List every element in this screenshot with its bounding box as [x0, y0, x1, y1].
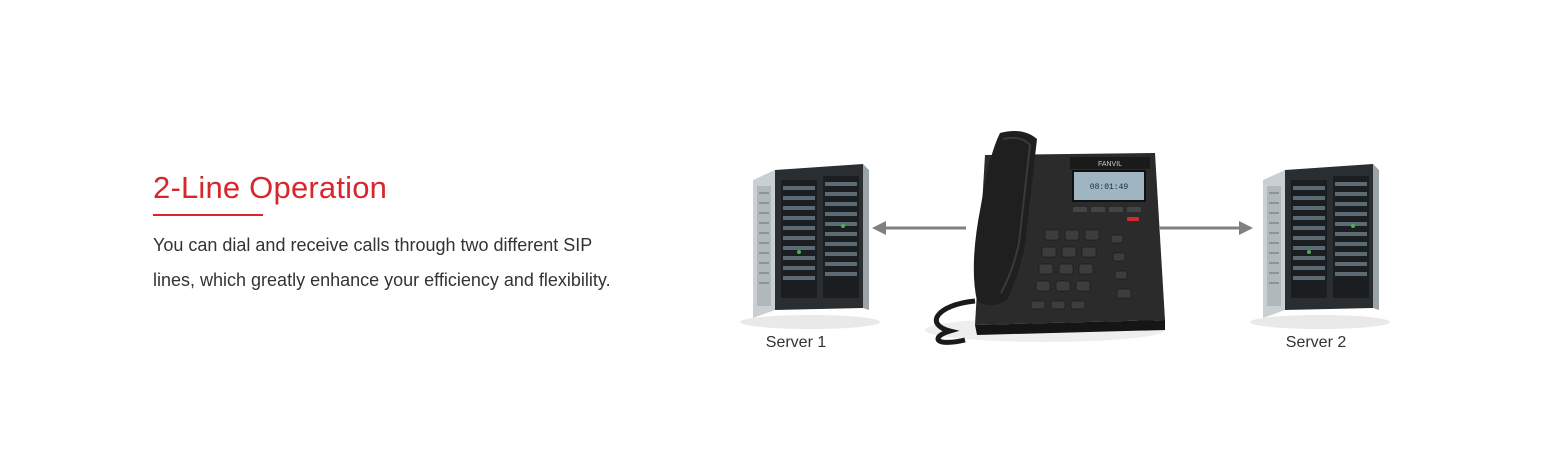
feature-text-block: 2-Line Operation You can dial and receiv…	[153, 168, 633, 298]
feature-description: You can dial and receive calls through t…	[153, 235, 611, 290]
title-underline	[153, 214, 263, 216]
ip-phone-icon: FANVIL 08:01:49	[915, 125, 1170, 345]
server-rack-2-icon	[1245, 160, 1395, 330]
arrow-left-icon	[870, 218, 970, 238]
feature-title: 2-Line Operation	[153, 170, 388, 205]
server-1-label: Server 1	[765, 334, 827, 351]
arrow-right-icon	[1155, 218, 1255, 238]
phone-brand: FANVIL	[1098, 161, 1122, 168]
server-2-label: Server 2	[1285, 334, 1347, 351]
server-rack-1-icon	[735, 160, 885, 330]
two-line-diagram: Server 1 FANVIL 08:01:49	[720, 100, 1420, 390]
phone-screen-time: 08:01:49	[1090, 183, 1129, 192]
